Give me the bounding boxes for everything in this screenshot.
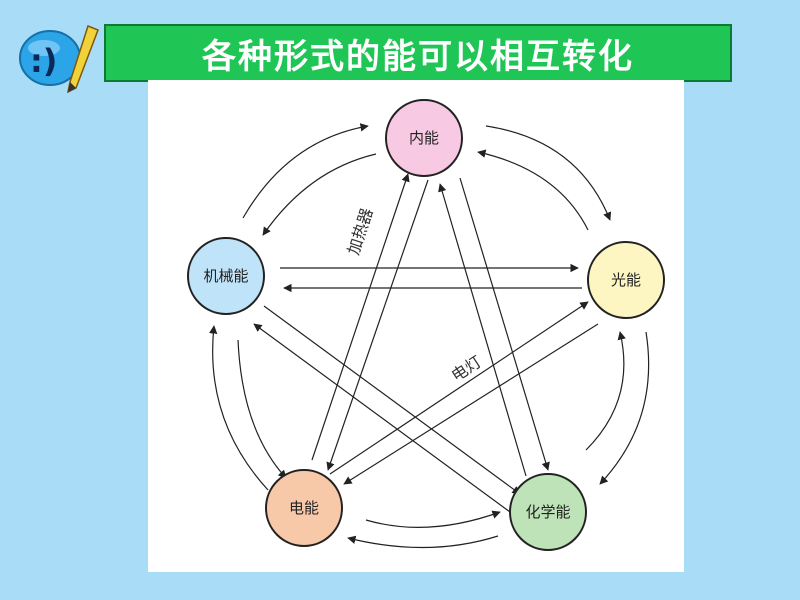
arrow-mechanical-to-internal <box>242 123 369 219</box>
node-label-chemical: 化学能 <box>525 503 570 521</box>
energy-diagram-svg: 加热器 电灯 内能 光能 化学能 电能 机械能 <box>187 99 665 551</box>
node-mechanical: 机械能 <box>187 237 265 315</box>
svg-text::): :) <box>30 42 57 80</box>
arrow-electric-to-internal <box>311 173 410 461</box>
node-label-internal: 内能 <box>409 129 439 147</box>
arrow-chemical-to-mechanical <box>253 323 511 513</box>
arrow-internal-to-mechanical <box>262 153 377 236</box>
node-label-light: 光能 <box>611 271 641 289</box>
edge-label-lamp: 电灯 <box>448 352 485 385</box>
node-chemical: 化学能 <box>509 473 587 551</box>
arrow-chemical-to-electric <box>347 535 499 549</box>
arrow-chemical-to-light <box>585 331 626 451</box>
node-internal: 内能 <box>385 99 463 177</box>
arrow-internal-to-light <box>485 125 612 221</box>
arrow-light-to-electric <box>343 323 599 485</box>
node-light: 光能 <box>587 241 665 319</box>
arrow-electric-to-chemical <box>365 510 501 528</box>
arrow-electric-to-light <box>329 301 589 475</box>
node-label-mechanical: 机械能 <box>203 267 248 285</box>
page-title: 各种形式的能可以相互转化 <box>202 36 634 77</box>
energy-diagram: 加热器 电灯 内能 光能 化学能 电能 机械能 <box>148 80 684 572</box>
node-label-electric: 电能 <box>289 499 319 517</box>
edge-label-heater: 加热器 <box>344 206 377 258</box>
arrow-electric-to-mechanical <box>209 325 269 491</box>
node-electric: 电能 <box>265 469 343 547</box>
arrow-chemical-to-internal <box>438 183 527 477</box>
outer-arrows <box>209 123 650 549</box>
arrow-mechanical-to-electric <box>237 339 287 479</box>
arrow-internal-to-chemical <box>459 177 550 471</box>
title-bar: 各种形式的能可以相互转化 <box>104 24 732 82</box>
arrow-light-to-internal <box>477 149 589 231</box>
arrow-mechanical-to-chemical <box>263 305 521 495</box>
inner-arrows <box>253 173 599 513</box>
arrow-internal-to-electric <box>326 179 429 471</box>
smiley-pencil-icon: :) <box>14 20 104 100</box>
arrow-light-to-chemical <box>599 331 650 485</box>
